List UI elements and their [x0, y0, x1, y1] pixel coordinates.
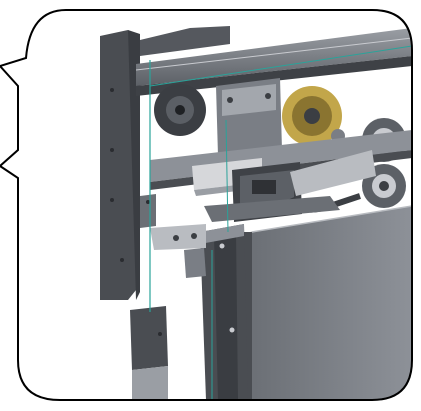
- top-rail: [136, 28, 412, 86]
- callout-bubble-outline: [0, 9, 413, 401]
- left-column: [100, 30, 136, 300]
- cable-top: [149, 45, 412, 87]
- counterweight: [130, 306, 168, 370]
- mechanism-render: [100, 26, 412, 400]
- door-panel: [250, 206, 412, 400]
